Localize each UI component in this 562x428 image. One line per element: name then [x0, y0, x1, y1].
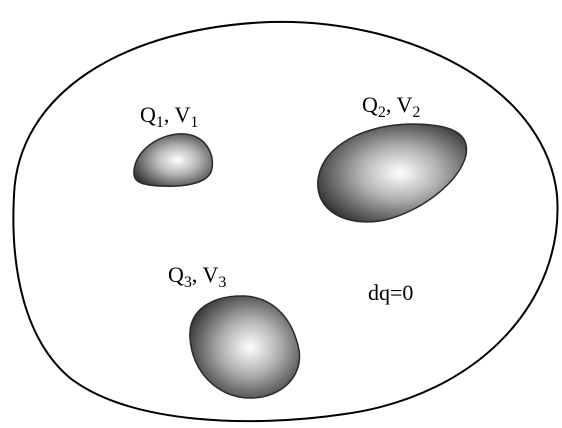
condition-label: dq=0: [368, 280, 413, 305]
conductor-1: [134, 134, 213, 186]
conductor-1-label: Q1, V1: [140, 102, 198, 131]
conductor-2: [318, 124, 467, 222]
conductor-3: [190, 296, 300, 398]
conductor-3-label: Q3, V3: [168, 262, 226, 291]
conductor-2-label: Q2, V2: [362, 92, 420, 121]
